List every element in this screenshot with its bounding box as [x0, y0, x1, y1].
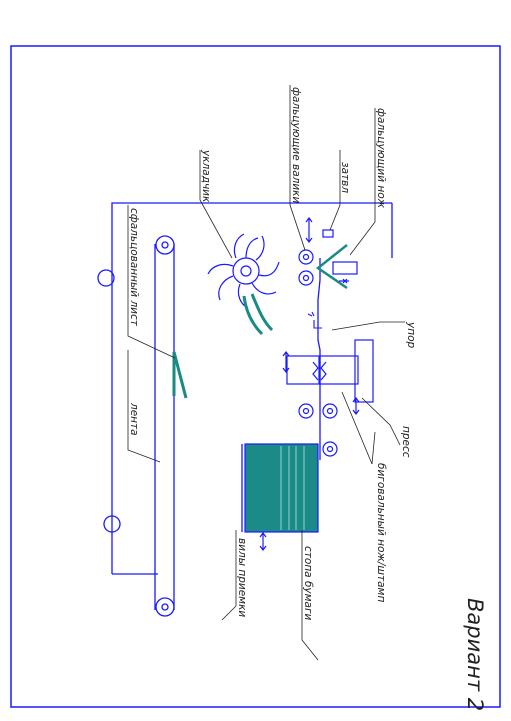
belt-pulley-top — [155, 235, 175, 255]
stop — [307, 311, 322, 329]
belt-support-roller-bottom — [103, 515, 121, 533]
sheet-in-fold — [315, 244, 348, 290]
leader-lines — [127, 85, 405, 661]
label-receiving-forks: вилы приемки — [236, 538, 248, 617]
label-folding-knife: фальцующий нож — [375, 108, 387, 209]
belt-conveyor — [97, 235, 175, 617]
label-sheet-pile: стопа бумаги — [302, 546, 314, 621]
press — [282, 339, 374, 415]
label-gate: затвл — [339, 162, 351, 193]
label-sheet-knife: биговальный нож/штамп — [375, 463, 387, 602]
label-stop: упор — [405, 321, 417, 349]
folding-rollers — [298, 249, 314, 286]
belt-support-roller-top — [97, 269, 115, 287]
sheet-pile-block — [241, 443, 319, 551]
label-press: пресс — [400, 426, 412, 458]
folded-sheet-on-belt — [172, 351, 188, 399]
belt-pulley-bottom — [155, 597, 175, 617]
sheet-border — [10, 45, 501, 708]
label-folded-sheet: сфальцованный лист — [128, 208, 140, 327]
label-belt: лента — [128, 402, 140, 436]
folded-sheet-in-stacker — [242, 293, 274, 336]
gate — [305, 217, 334, 243]
label-stacker: укладчик — [200, 149, 212, 203]
folding-knife — [332, 261, 358, 284]
drawing-title: Вариант 2 — [463, 598, 487, 711]
label-folding-rollers: фальцующие валики — [290, 87, 302, 204]
feed-rollers — [298, 403, 338, 457]
